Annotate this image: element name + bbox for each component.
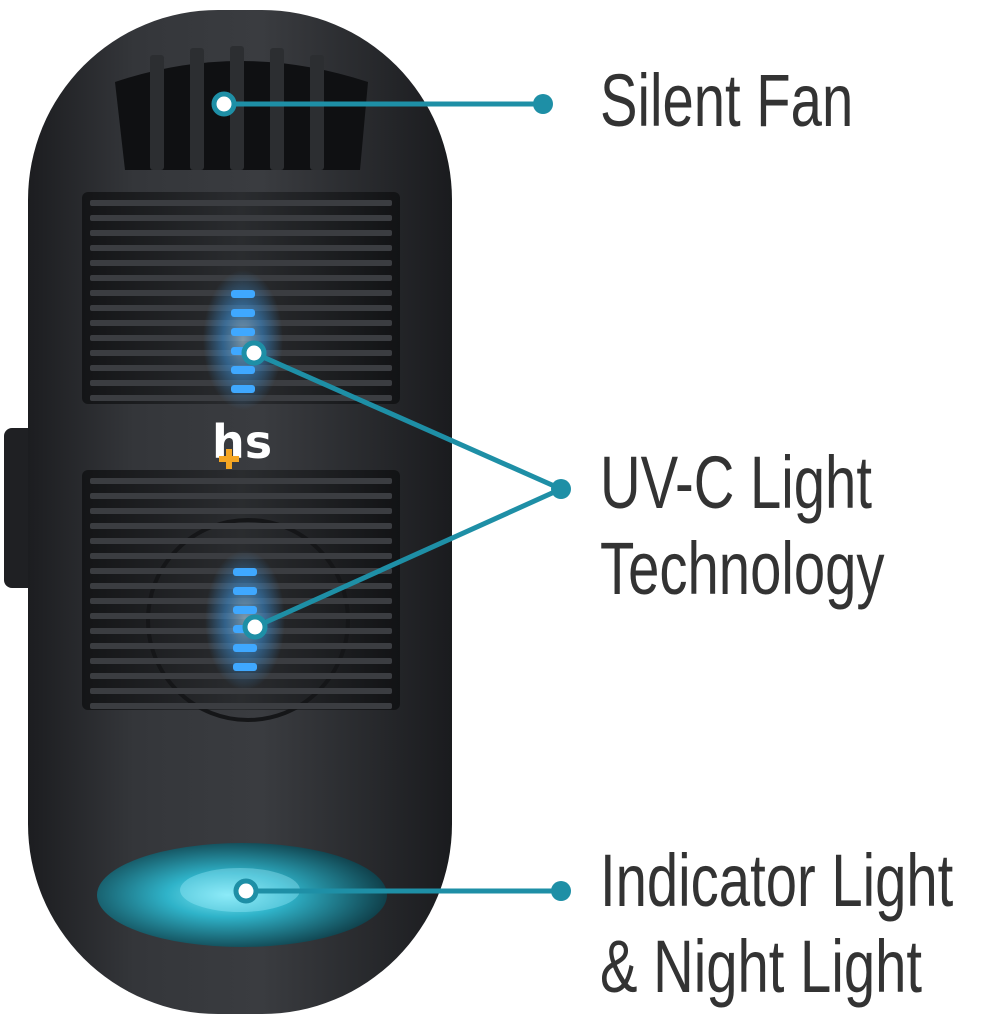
callout-dots	[211, 91, 571, 904]
brand-logo: hs	[212, 415, 272, 469]
callout-uvc	[252, 350, 563, 630]
upper-uv-light	[203, 270, 283, 410]
fan-grille-slats	[150, 46, 324, 170]
logo-plus-icon	[219, 449, 239, 469]
lower-fan-ring	[146, 518, 350, 722]
label-uvc-light-technology: UV-C Light Technology	[600, 441, 885, 610]
lower-vent-slats	[90, 478, 392, 709]
label-indicator-night-light: Indicator Light & Night Light	[600, 839, 954, 1008]
label-silent-fan: Silent Fan	[600, 59, 854, 142]
